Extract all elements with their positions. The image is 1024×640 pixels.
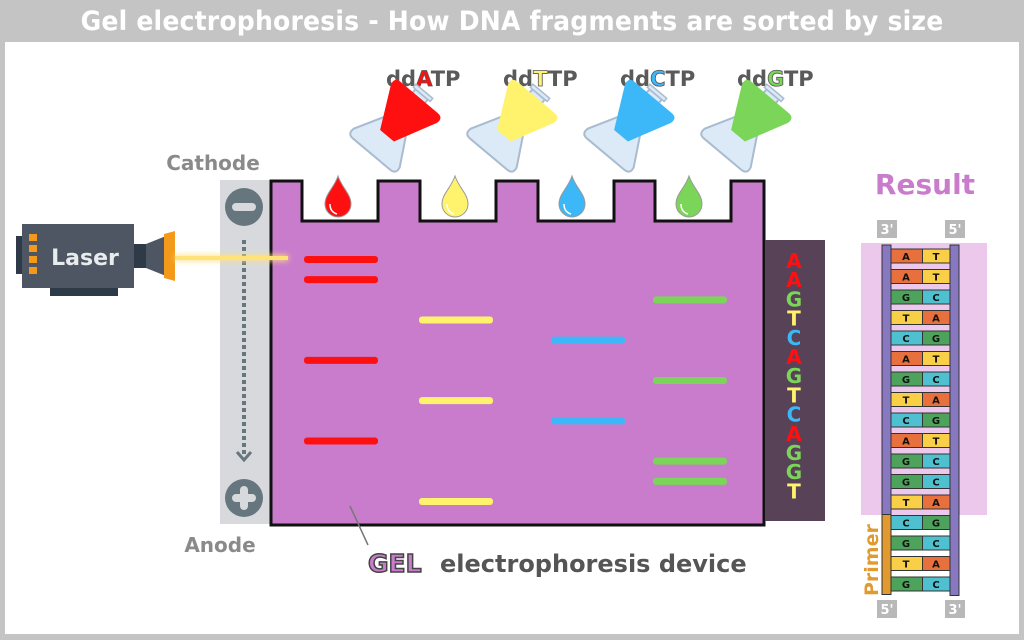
svg-text:C: C bbox=[902, 334, 909, 345]
svg-text:C: C bbox=[932, 375, 939, 386]
svg-text:C: C bbox=[932, 457, 939, 468]
drop-icon bbox=[559, 176, 585, 217]
base-pair: CG bbox=[891, 413, 950, 427]
svg-text:A: A bbox=[902, 273, 910, 284]
svg-text:G: G bbox=[902, 457, 910, 468]
drop-icon bbox=[676, 176, 702, 217]
base-pair: TA bbox=[891, 557, 950, 571]
gel-body bbox=[271, 181, 764, 525]
gel-label-text: electrophoresis device bbox=[440, 550, 747, 578]
primer-backbone bbox=[882, 515, 891, 595]
svg-text:A: A bbox=[932, 560, 940, 571]
svg-text:A: A bbox=[932, 396, 940, 407]
base-pair: GC bbox=[891, 475, 950, 489]
svg-text:T: T bbox=[933, 355, 940, 366]
anode-label: Anode bbox=[184, 533, 255, 557]
base-pair: GC bbox=[891, 536, 950, 550]
gel-band-t bbox=[419, 317, 493, 324]
base-pair: TA bbox=[891, 495, 950, 509]
template-backbone bbox=[950, 245, 959, 596]
svg-text:C: C bbox=[932, 478, 939, 489]
svg-text:A: A bbox=[902, 355, 910, 366]
gel-band-c bbox=[551, 417, 625, 424]
svg-text:A: A bbox=[932, 314, 940, 325]
gel-band-t bbox=[419, 498, 493, 505]
svg-text:C: C bbox=[932, 539, 939, 550]
base-pair: CG bbox=[891, 331, 950, 345]
svg-text:G: G bbox=[902, 478, 910, 489]
sequence-readout: AAGTCAGTCAGGT bbox=[786, 249, 802, 503]
gel-band-g bbox=[653, 377, 727, 384]
base-pair: GC bbox=[891, 577, 950, 591]
svg-text:A: A bbox=[902, 437, 910, 448]
gel-band-t bbox=[419, 397, 493, 404]
laser-device: Laser bbox=[16, 224, 175, 296]
end-label-bottom-left: 5' bbox=[880, 603, 893, 618]
base-pair: GC bbox=[891, 454, 950, 468]
gel-band-a bbox=[304, 438, 378, 445]
base-pair: AT bbox=[891, 352, 950, 366]
gel-label-highlight: GEL bbox=[368, 549, 422, 578]
gel-band-a bbox=[304, 256, 378, 263]
svg-text:T: T bbox=[903, 314, 910, 325]
strand-backbone bbox=[882, 245, 891, 515]
svg-text:C: C bbox=[902, 416, 909, 427]
base-pair: TA bbox=[891, 311, 950, 325]
base-pair: GC bbox=[891, 290, 950, 304]
base-pair: TA bbox=[891, 393, 950, 407]
gel-band-g bbox=[653, 478, 727, 485]
svg-text:G: G bbox=[902, 539, 910, 550]
svg-text:T: T bbox=[903, 498, 910, 509]
base-pair: AT bbox=[891, 249, 950, 263]
svg-text:T: T bbox=[903, 396, 910, 407]
primer-label: Primer bbox=[861, 524, 883, 596]
svg-text:C: C bbox=[932, 580, 939, 591]
drop-icon bbox=[442, 176, 468, 217]
laser-beam bbox=[175, 255, 288, 261]
svg-text:G: G bbox=[902, 580, 910, 591]
plus-icon bbox=[225, 479, 263, 517]
base-pair: CG bbox=[891, 516, 950, 530]
sequence-base: T bbox=[787, 479, 801, 503]
gel-band-g bbox=[653, 458, 727, 465]
svg-text:G: G bbox=[932, 519, 940, 530]
svg-text:G: G bbox=[902, 293, 910, 304]
svg-text:T: T bbox=[933, 252, 940, 263]
cathode-label: Cathode bbox=[166, 151, 260, 175]
svg-text:A: A bbox=[932, 498, 940, 509]
svg-text:G: G bbox=[932, 416, 940, 427]
base-pair: GC bbox=[891, 372, 950, 386]
end-label-top-left: 3' bbox=[880, 223, 893, 238]
svg-text:G: G bbox=[932, 334, 940, 345]
svg-text:C: C bbox=[932, 293, 939, 304]
base-pair: AT bbox=[891, 270, 950, 284]
drop-icon bbox=[325, 176, 351, 217]
end-label-bottom-right: 3' bbox=[948, 603, 961, 618]
result-title: Result bbox=[875, 168, 975, 201]
svg-text:T: T bbox=[933, 273, 940, 284]
gel-band-a bbox=[304, 357, 378, 364]
svg-text:G: G bbox=[902, 375, 910, 386]
svg-text:C: C bbox=[902, 519, 909, 530]
base-pair: AT bbox=[891, 434, 950, 448]
minus-icon bbox=[225, 188, 263, 226]
svg-text:A: A bbox=[902, 252, 910, 263]
end-label-top-right: 5' bbox=[948, 223, 961, 238]
gel-band-g bbox=[653, 296, 727, 303]
svg-text:T: T bbox=[903, 560, 910, 571]
svg-text:T: T bbox=[933, 437, 940, 448]
gel-band-c bbox=[551, 337, 625, 344]
gel-band-a bbox=[304, 276, 378, 283]
laser-label: Laser bbox=[51, 246, 119, 271]
